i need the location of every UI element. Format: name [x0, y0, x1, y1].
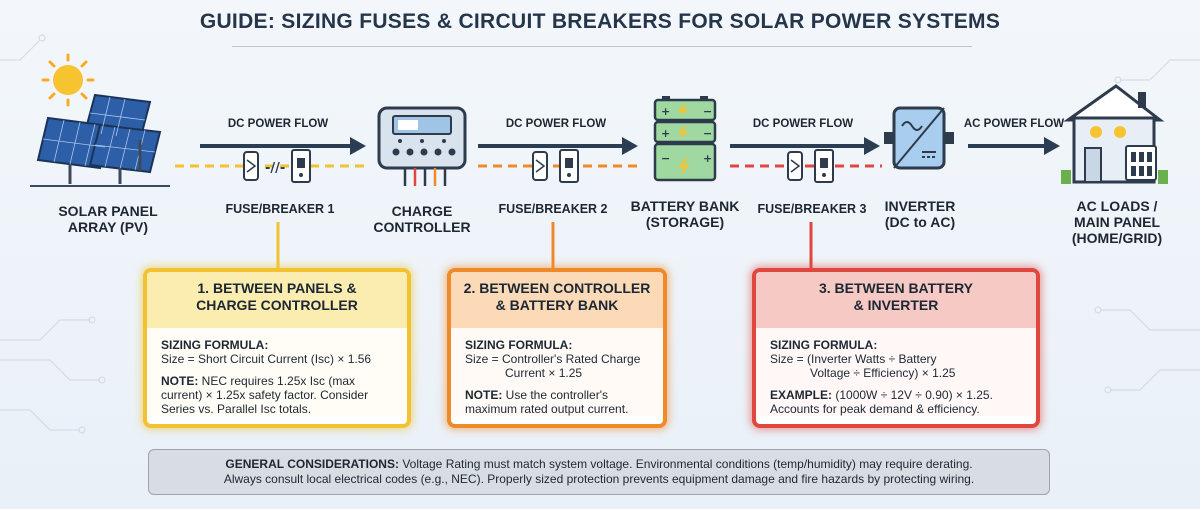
ac-loads-label: AC LOADS / MAIN PANEL (HOME/GRID) [1052, 198, 1182, 246]
svg-text:−: − [661, 152, 670, 165]
card-2-note: Use the controller's maximum rated outpu… [465, 388, 629, 416]
battery-bank-label-line1: BATTERY BANK [630, 198, 740, 214]
fuse-breaker-icon-3 [787, 149, 834, 183]
solar-panel-label-line2: ARRAY (PV) [67, 219, 149, 235]
card-1-body: SIZING FORMULA: Size = Short Circuit Cur… [147, 328, 407, 416]
ac-loads-label-line3: (HOME/GRID) [1071, 230, 1163, 246]
page-title: GUIDE: SIZING FUSES & CIRCUIT BREAKERS F… [199, 10, 1001, 33]
title-divider [232, 46, 972, 47]
inverter-label: INVERTER (DC to AC) [860, 198, 980, 230]
inverter-label-line2: (DC to AC) [884, 214, 956, 230]
sizing-card-2: 2. BETWEEN CONTROLLER & BATTERY BANK SIZ… [447, 268, 667, 428]
charge-controller-label: CHARGE CONTROLLER [352, 203, 492, 235]
card-3-heading: 3. BETWEEN BATTERY & INVERTER [756, 272, 1036, 328]
charge-controller-label-line2: CONTROLLER [373, 219, 471, 235]
circuit-decoration [0, 34, 1200, 434]
card-1-note: NEC requires 1.25x Isc (max current) × 1… [161, 374, 369, 416]
fuse-label-1: FUSE/BREAKER 1 [225, 202, 335, 216]
card-3-note: (1000W ÷ 12V ÷ 0.90) × 1.25. Accounts fo… [770, 388, 993, 416]
flow-label-dc-3: DC POWER FLOW [752, 118, 854, 130]
card-1-heading-line2: CHARGE CONTROLLER [196, 297, 358, 313]
fuse-label-2: FUSE/BREAKER 2 [498, 202, 608, 216]
battery-bank-label-line2: (STORAGE) [645, 214, 725, 230]
charge-controller-label-line1: CHARGE [391, 203, 453, 219]
card-2-heading-line2: & BATTERY BANK [495, 297, 619, 313]
card-2-formula-line2: Current × 1.25 [505, 366, 583, 380]
svg-text:+: + [703, 152, 712, 165]
svg-text:+: + [661, 127, 670, 140]
footer-line-1: Voltage Rating must match system voltage… [398, 457, 973, 471]
card-1-formula-label: SIZING FORMULA: [161, 338, 269, 352]
card-1-formula: Size = Short Circuit Current (Isc) × 1.5… [161, 352, 372, 366]
charge-controller-icon [377, 106, 467, 186]
svg-text:+: + [661, 105, 670, 118]
flow-arrows [200, 137, 1060, 155]
flow-label-ac: AC POWER FLOW [963, 118, 1065, 130]
card-2-heading: 2. BETWEEN CONTROLLER & BATTERY BANK [451, 272, 663, 328]
card-3-formula-line1: Size = (Inverter Watts ÷ Battery [770, 352, 937, 366]
sizing-card-1: 1. BETWEEN PANELS & CHARGE CONTROLLER SI… [143, 268, 411, 428]
card-1-heading-line1: 1. BETWEEN PANELS & [197, 280, 357, 296]
card-3-heading-line2: & INVERTER [853, 297, 939, 313]
card-2-note-label: NOTE: [465, 388, 503, 402]
battery-bank-label: BATTERY BANK (STORAGE) [610, 198, 760, 230]
ac-loads-label-line1: AC LOADS / [1076, 198, 1158, 214]
flow-label-dc-2: DC POWER FLOW [505, 118, 607, 130]
flow-label-dc-1: DC POWER FLOW [227, 118, 329, 130]
ac-loads-label-line2: MAIN PANEL [1073, 214, 1161, 230]
card-2-body: SIZING FORMULA: Size = Controller's Rate… [451, 328, 663, 416]
fuse-breaker-icon-1: -//- [243, 149, 311, 183]
general-considerations-box: GENERAL CONSIDERATIONS: Voltage Rating m… [148, 449, 1050, 495]
card-2-formula-line1: Size = Controller's Rated Charge [465, 352, 641, 366]
card-3-heading-line1: 3. BETWEEN BATTERY [818, 280, 973, 296]
sizing-card-3: 3. BETWEEN BATTERY & INVERTER SIZING FOR… [752, 268, 1040, 428]
fuse-breaker-icon-2 [532, 149, 579, 183]
svg-text:-//-: -//- [265, 161, 285, 176]
card-1-note-label: NOTE: [161, 374, 199, 388]
card-1-heading: 1. BETWEEN PANELS & CHARGE CONTROLLER [147, 272, 407, 328]
card-3-body: SIZING FORMULA: Size = (Inverter Watts ÷… [756, 328, 1036, 416]
card-3-formula-label: SIZING FORMULA: [770, 338, 878, 352]
card-3-formula-line2: Voltage ÷ Efficiency) × 1.25 [810, 366, 956, 380]
footer-label: GENERAL CONSIDERATIONS: [225, 457, 399, 471]
solar-panel-icon [30, 53, 170, 187]
svg-text:−: − [703, 127, 712, 140]
inverter-label-line1: INVERTER [884, 198, 956, 214]
card-3-note-label: EXAMPLE: [770, 388, 833, 402]
solar-panel-label: SOLAR PANEL ARRAY (PV) [38, 203, 178, 235]
fuse-label-3: FUSE/BREAKER 3 [757, 202, 867, 216]
house-icon [1061, 84, 1168, 184]
footer-line-2: Always consult local electrical codes (e… [223, 472, 975, 486]
inverter-icon [884, 106, 954, 170]
card-2-heading-line1: 2. BETWEEN CONTROLLER [463, 280, 651, 296]
svg-text:−: − [703, 105, 712, 118]
card-2-formula-label: SIZING FORMULA: [465, 338, 573, 352]
solar-panel-label-line1: SOLAR PANEL [58, 203, 158, 219]
battery-bank-icon: + − + − − + [653, 96, 717, 182]
